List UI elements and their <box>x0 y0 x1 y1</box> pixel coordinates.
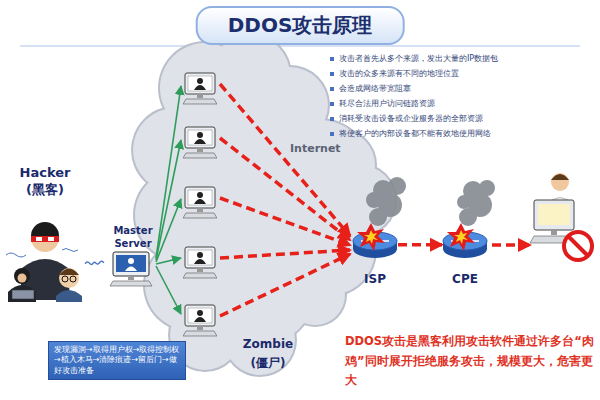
bullet-note: 消耗受攻击设备或企业服务器的全部资源 <box>339 114 483 124</box>
title-banner: DDOS攻击原理 <box>196 6 405 45</box>
attack-arrows <box>220 84 530 316</box>
node-text: ISP <box>364 272 386 288</box>
zombie-label: Zombie (僵尸) <box>243 337 293 370</box>
bullet-item: 攻击的众多来源有不同的地理位置 <box>330 69 595 79</box>
bullet-note: 攻击的众多来源有不同的地理位置 <box>339 69 459 79</box>
label-wrap: Zombie (僵尸) <box>236 333 300 371</box>
control-arrows <box>156 86 181 314</box>
label-wrap: DDOS攻击是黑客利用攻击软件通过许多台“肉鸡”同时展开拒绝服务攻击，规模更大，… <box>345 330 595 389</box>
isp-router-icon <box>353 223 397 258</box>
label-wrap: Internet <box>290 137 350 157</box>
cloud-label: Internet <box>290 142 341 155</box>
bullet-note: 会造成网络带宽阻塞 <box>339 84 411 94</box>
connector <box>85 261 104 264</box>
hacker-group: Hacker (黑客) <box>5 163 85 303</box>
bullet-mark <box>330 117 334 121</box>
red-note: DDOS攻击是黑客利用攻击软件通过许多台“肉鸡”同时展开拒绝服务攻击，规模更大，… <box>345 334 594 387</box>
node-text: 发现漏洞→取得用户权→取得控制权→植入木马→清除痕迹→留后门→做好攻击准备 <box>54 345 180 376</box>
isp-router: ISP <box>352 228 398 290</box>
node-text: CPE <box>452 272 478 288</box>
bullet-item: 攻击者首先从多个来源，发出大量的IP数据包 <box>330 54 595 64</box>
bullet-note: 攻击者首先从多个来源，发出大量的IP数据包 <box>339 54 498 64</box>
cpe-router: CPE <box>442 228 488 290</box>
title-rule <box>20 45 580 47</box>
bullet-mark <box>330 132 334 136</box>
bullet-item: 将使客户的内部设备都不能有效地使用网络 <box>330 129 595 139</box>
hacker-figures <box>6 222 82 302</box>
smoke <box>366 177 495 226</box>
bullet-note: 耗尽合法用户访问链路资源 <box>339 99 435 109</box>
bullet-mark <box>330 87 334 91</box>
bullet-mark <box>330 102 334 106</box>
target-computer <box>530 173 592 260</box>
node-text: Master Server <box>105 224 161 250</box>
master-server: Master Server <box>104 222 162 290</box>
bullet-item: 会造成网络带宽阻塞 <box>330 84 595 94</box>
attack-steps-box: 发现漏洞→取得用户权→取得控制权→植入木马→清除痕迹→留后门→做好攻击准备 <box>48 341 186 380</box>
master-computer <box>110 252 152 286</box>
connector <box>398 243 442 247</box>
bullet-note: 将使客户的内部设备都不能有效地使用网络 <box>339 129 491 139</box>
bullet-item: 消耗受攻击设备或企业服务器的全部资源 <box>330 114 595 124</box>
cpe-router-icon <box>443 223 487 258</box>
bullet-mark <box>330 57 334 61</box>
bullet-item: 耗尽合法用户访问链路资源 <box>330 99 595 109</box>
zombie-computers <box>183 73 217 336</box>
bullet-mark <box>330 72 334 76</box>
node-text: Hacker (黑客) <box>14 165 76 199</box>
